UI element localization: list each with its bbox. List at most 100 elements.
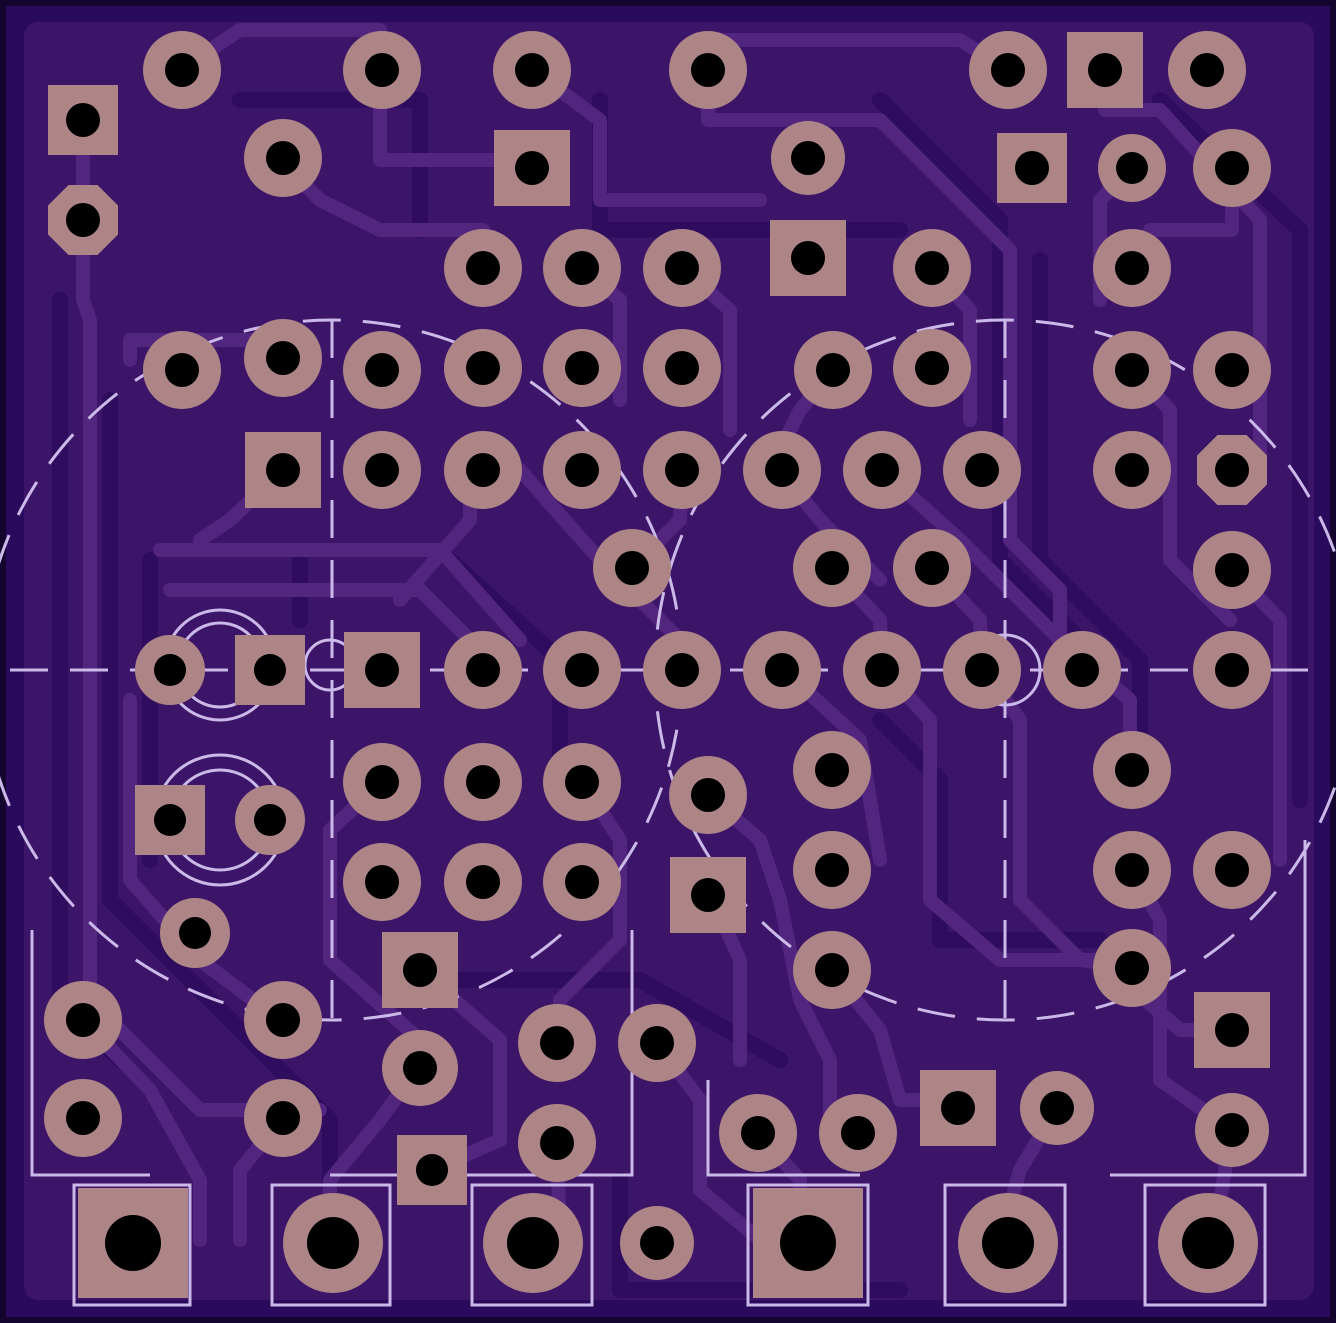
drill-hole [965,453,999,487]
round-pad [160,898,230,968]
drill-hole [765,453,799,487]
round-pad [958,1193,1058,1293]
round-pad [1193,331,1271,409]
drill-hole [466,865,500,899]
drill-hole [815,551,849,585]
drill-hole [991,53,1025,87]
round-pad [843,431,921,509]
drill-hole [466,351,500,385]
round-pad [244,981,322,1059]
drill-hole [565,351,599,385]
round-pad [444,329,522,407]
drill-hole [165,53,199,87]
round-pad [1193,631,1271,709]
drill-hole [1115,453,1149,487]
drill-hole [540,1026,574,1060]
drill-hole [815,753,849,787]
round-pad [643,229,721,307]
square-pad [135,785,205,855]
square-pad [1067,32,1143,108]
drill-hole [1116,152,1148,184]
drill-hole [307,1217,359,1269]
drill-hole [515,151,549,185]
drill-hole [1065,653,1099,687]
drill-hole [1215,453,1249,487]
drill-hole [1215,1013,1249,1047]
square-pad [753,1188,863,1298]
drill-hole [815,853,849,887]
round-pad [244,1079,322,1157]
square-pad [494,130,570,206]
drill-hole [466,453,500,487]
round-pad [143,331,221,409]
drill-hole [365,765,399,799]
drill-hole [105,1215,161,1271]
round-pad [771,121,845,195]
drill-hole [865,653,899,687]
round-pad [244,119,322,197]
drill-hole [266,341,300,375]
square-pad [997,133,1067,203]
drill-hole [1215,653,1249,687]
round-pad [794,331,872,409]
round-pad [793,731,871,809]
round-pad [593,529,671,607]
round-pad [1093,331,1171,409]
round-pad [793,931,871,1009]
drill-hole [565,653,599,687]
drill-hole [266,1003,300,1037]
round-pad [643,631,721,709]
round-pad [1098,134,1166,202]
round-pad [444,631,522,709]
round-pad [1093,431,1171,509]
round-pad [969,31,1047,109]
round-pad [543,631,621,709]
drill-hole [416,1154,448,1186]
drill-hole [254,804,286,836]
drill-hole [1182,1217,1234,1269]
round-pad [483,1193,583,1293]
round-pad [1193,531,1271,609]
drill-hole [540,1126,574,1160]
round-pad [444,229,522,307]
drill-hole [1190,53,1224,87]
drill-hole [691,53,725,87]
drill-hole [365,653,399,687]
drill-hole [1088,53,1122,87]
square-pad [235,635,305,705]
round-pad [518,1104,596,1182]
round-pad [143,31,221,109]
round-pad [669,756,747,834]
drill-hole [1215,853,1249,887]
drill-hole [565,865,599,899]
drill-hole [466,765,500,799]
round-pad [669,31,747,109]
drill-hole [365,453,399,487]
round-pad [543,743,621,821]
drill-hole [165,353,199,387]
round-pad [1093,731,1171,809]
drill-hole [1215,353,1249,387]
drill-hole [266,1101,300,1135]
drill-hole [1115,753,1149,787]
square-pad [920,1070,996,1146]
round-pad [943,431,1021,509]
drill-hole [266,453,300,487]
drill-hole [403,953,437,987]
drill-hole [691,878,725,912]
round-pad [543,431,621,509]
round-pad [444,843,522,921]
square-pad [1194,992,1270,1068]
round-pad [543,229,621,307]
drill-hole [565,251,599,285]
drill-hole [780,1215,836,1271]
pad-layer [44,31,1271,1298]
round-pad [343,431,421,509]
round-pad [1093,929,1171,1007]
round-pad [543,843,621,921]
octagon-pad [48,185,118,255]
drill-hole [816,353,850,387]
round-pad [44,1079,122,1157]
drill-hole [1115,353,1149,387]
